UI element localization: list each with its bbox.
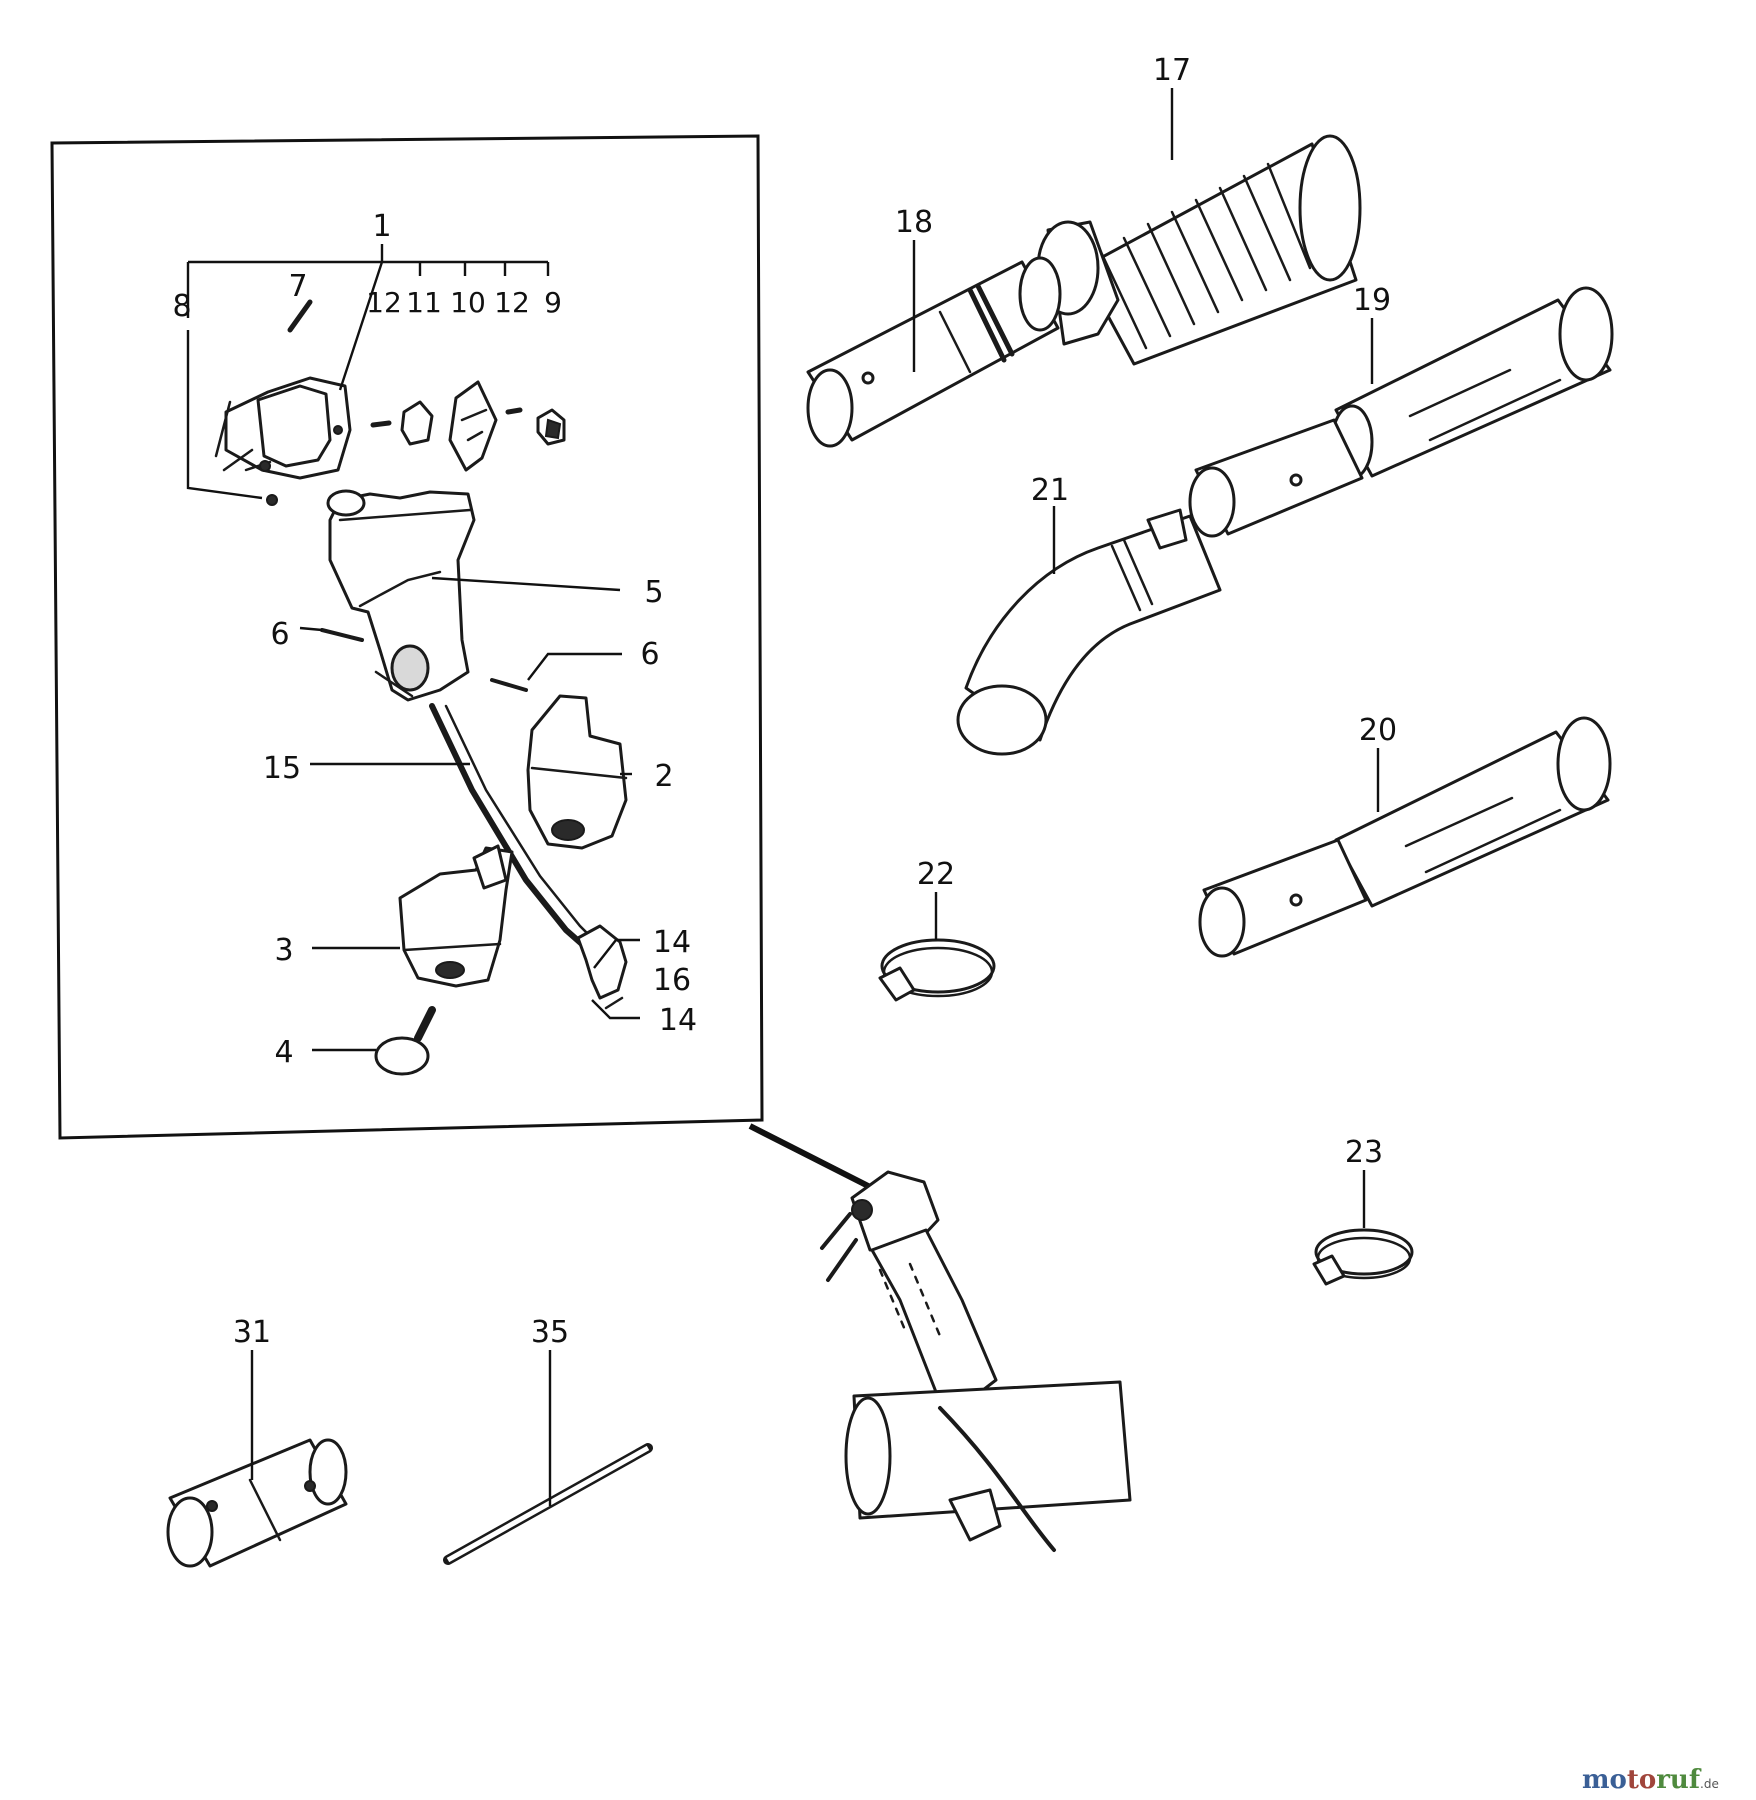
label-5: 5: [644, 575, 663, 610]
label-3: 3: [274, 933, 293, 968]
label-18: 18: [895, 205, 933, 240]
throttle-lever-assembly: [214, 299, 352, 506]
cable-end: [576, 924, 628, 1010]
screws-6: [320, 628, 528, 692]
label-21: 21: [1031, 473, 1069, 508]
hose-clamp-23: [1312, 1228, 1414, 1286]
label-8: 8: [172, 289, 191, 324]
watermark-logo: motoruf.de: [1582, 1765, 1719, 1795]
label-22: 22: [917, 857, 955, 892]
label-1: 1: [372, 209, 391, 244]
label-14a: 14: [653, 925, 691, 960]
clamp-half-lower: [398, 844, 514, 988]
label-31: 31: [233, 1315, 271, 1350]
pipe-20: [1198, 716, 1612, 958]
label-19: 19: [1353, 283, 1391, 318]
label-20: 20: [1359, 713, 1397, 748]
label-10: 10: [450, 286, 486, 319]
label-12a: 12: [366, 286, 402, 319]
label-6a: 6: [270, 617, 289, 652]
hose-clamp-22: [878, 938, 996, 1002]
label-15: 15: [263, 751, 301, 786]
flexible-hose: [1036, 134, 1362, 366]
svg-text:motoruf.de: motoruf.de: [1582, 1765, 1719, 1795]
clamp-knob: [374, 1006, 436, 1076]
pipe-19: [1188, 286, 1614, 538]
clamp-half-upper: [526, 694, 628, 850]
label-7: 7: [288, 269, 307, 304]
label-23: 23: [1345, 1135, 1383, 1170]
label-16: 16: [653, 963, 691, 998]
bend-nozzle: [956, 508, 1222, 756]
label-2: 2: [654, 759, 673, 794]
part-labels: 1 7 8 12 11 10 12 9 5 6 6 15 2 3 14 16 1…: [172, 53, 1397, 1350]
pipe-18: [806, 256, 1062, 448]
label-35: 35: [531, 1315, 569, 1350]
label-17: 17: [1153, 53, 1191, 88]
label-9: 9: [544, 286, 562, 319]
tommy-bar: [443, 1443, 653, 1565]
label-12b: 12: [494, 286, 530, 319]
label-14b: 14: [659, 1003, 697, 1038]
switch-small-parts: [370, 380, 566, 472]
label-4: 4: [274, 1035, 293, 1070]
label-11: 11: [406, 286, 442, 319]
handle-grip: [326, 489, 476, 702]
leader-lines: [186, 88, 1380, 1506]
detail-inset-frame: [50, 134, 882, 1195]
label-6b: 6: [640, 637, 659, 672]
assembled-handle: [820, 1170, 1132, 1552]
spark-plug-wrench: [166, 1438, 348, 1568]
